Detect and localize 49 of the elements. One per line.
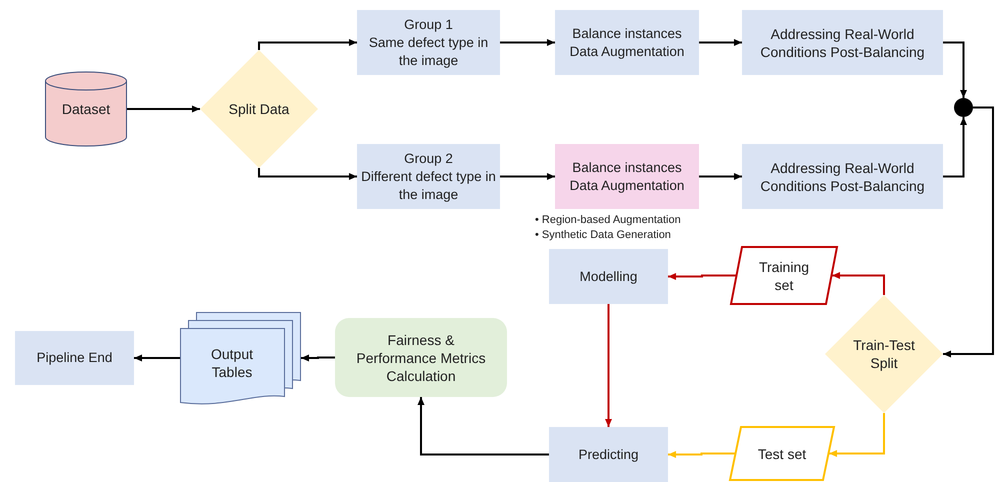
arrow [127, 106, 200, 112]
node-label: Different defect type in the image [360, 168, 497, 204]
process-box [555, 10, 699, 75]
arrow [418, 397, 549, 456]
node-label: Same defect type in the image [368, 34, 488, 70]
node-label: Training set [758, 258, 810, 294]
node-label: Balance instances Data Augmentation [568, 158, 686, 194]
process-box [742, 10, 943, 75]
node-label: Predicting [578, 446, 639, 464]
arrow [258, 39, 357, 50]
node-label: Test set [758, 444, 806, 462]
process-box [357, 144, 500, 209]
node-label: Pipeline End [36, 349, 112, 367]
arrow [943, 42, 967, 98]
node-label: Addressing Real-World Conditions Post-Balancing [759, 24, 926, 60]
node-label: Group 1 [404, 16, 453, 34]
node-label: Split Data [228, 100, 290, 118]
bullet-item: • Region-based Augmentation [535, 213, 681, 228]
arrow [699, 39, 742, 46]
arrow [699, 173, 742, 180]
arrow [500, 173, 555, 180]
node-label: Fairness & Performance Metrics Calculation [355, 330, 487, 384]
process-box [357, 10, 500, 75]
process-box [335, 318, 507, 397]
arrow [829, 413, 885, 457]
arrow [943, 117, 967, 178]
junction-dot [954, 98, 973, 117]
node-label: Balance instances Data Augmentation [568, 24, 686, 60]
node-label: Train-Test Split [852, 336, 916, 372]
arrow [943, 106, 994, 358]
node-label: Dataset [62, 100, 110, 118]
arrow [134, 354, 180, 362]
arrow [668, 451, 735, 458]
arrow [258, 168, 357, 180]
node-label: Addressing Real-World Conditions Post-Balancing [759, 158, 926, 194]
bullet-item: • Synthetic Data Generation [535, 228, 672, 243]
node-label: Group 2 [404, 150, 453, 168]
arrow [605, 304, 612, 427]
process-box [549, 427, 668, 482]
process-box [555, 144, 699, 209]
node-label: Modelling [580, 268, 638, 286]
arrow [832, 272, 885, 295]
arrow [301, 354, 335, 362]
process-box [742, 144, 943, 209]
process-box [549, 249, 668, 304]
node-label: Output Tables [210, 345, 254, 381]
terminal-box [15, 331, 134, 385]
arrow [500, 39, 555, 46]
arrow [668, 273, 736, 280]
